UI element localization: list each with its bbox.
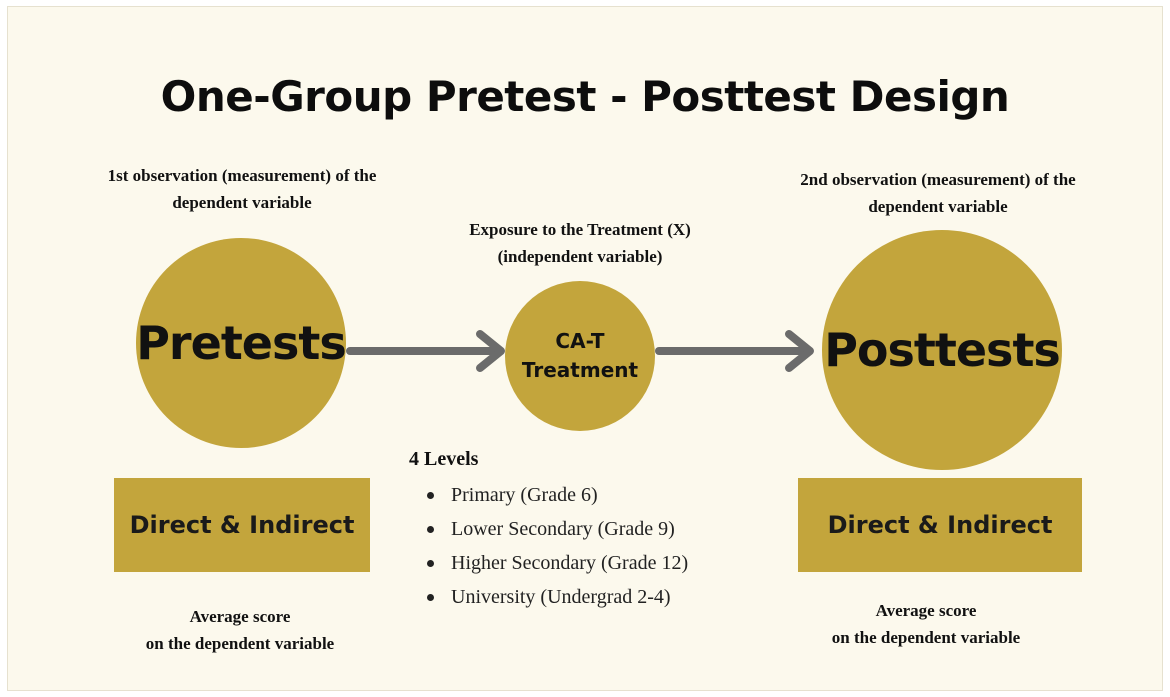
pretest-caption: 1st observation (measurement) of the dep… [62, 162, 422, 216]
pretest-footer-line1: Average score [189, 607, 291, 626]
pretest-footer: Average score on the dependent variable [100, 603, 380, 657]
level-label: Higher Secondary (Grade 12) [451, 552, 689, 574]
posttests-circle: Posttests [822, 230, 1062, 470]
levels-list: Primary (Grade 6) Lower Secondary (Grade… [409, 478, 688, 614]
posttest-footer-line2: on the dependent variable [831, 628, 1021, 647]
bullet-icon [427, 525, 434, 533]
treatment-caption-line1: Exposure to the Treatment (X) [469, 220, 691, 239]
pretest-measure-box: Direct & Indirect [114, 478, 370, 572]
pretest-footer-line2: on the dependent variable [145, 634, 335, 653]
arrow-pretest-to-treatment [346, 330, 505, 372]
pretest-caption-line2: dependent variable [172, 193, 312, 212]
treatment-label-line2: Treatment [521, 358, 639, 382]
level-label: Lower Secondary (Grade 9) [451, 518, 675, 540]
posttest-caption-line2: dependent variable [868, 197, 1008, 216]
bullet-icon [427, 559, 434, 567]
posttest-footer-line1: Average score [875, 601, 977, 620]
treatment-label-line1: CA-T [555, 329, 605, 353]
diagram-title: One-Group Pretest - Posttest Design [160, 72, 1010, 121]
list-item: University (Undergrad 2-4) [427, 580, 688, 614]
posttest-caption-line1: 2nd observation (measurement) of the [800, 170, 1076, 189]
posttests-label: Posttests [824, 323, 1061, 377]
arrow-treatment-to-posttest [655, 330, 814, 372]
bullet-icon [427, 593, 434, 601]
pretests-label: Pretests [136, 316, 347, 370]
list-item: Higher Secondary (Grade 12) [427, 546, 688, 580]
level-label: Primary (Grade 6) [451, 484, 598, 506]
pretests-circle: Pretests [136, 238, 347, 448]
posttest-footer: Average score on the dependent variable [786, 597, 1066, 651]
treatment-caption-line2: (independent variable) [497, 247, 663, 266]
posttest-measure-label: Direct & Indirect [827, 511, 1053, 539]
levels-heading: 4 Levels [409, 448, 479, 470]
list-item: Lower Secondary (Grade 9) [427, 512, 688, 546]
treatment-circle: CA-T Treatment [505, 281, 655, 431]
posttest-caption: 2nd observation (measurement) of the dep… [758, 166, 1118, 220]
list-item: Primary (Grade 6) [427, 478, 688, 512]
pretest-measure-label: Direct & Indirect [129, 511, 355, 539]
bullet-icon [427, 491, 434, 499]
level-label: University (Undergrad 2-4) [451, 586, 671, 608]
pretest-caption-line1: 1st observation (measurement) of the [107, 166, 377, 185]
posttest-measure-box: Direct & Indirect [798, 478, 1082, 572]
treatment-caption: Exposure to the Treatment (X) (independe… [420, 216, 740, 270]
treatment-levels: 4 Levels Primary (Grade 6) Lower Seconda… [409, 446, 688, 614]
